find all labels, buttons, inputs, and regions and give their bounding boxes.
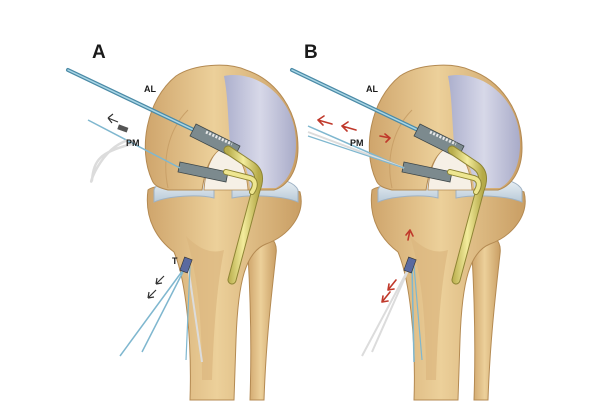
panel-letter-b: B [304,42,318,63]
panel-letter-a: A [92,42,106,63]
panel-a [68,64,302,401]
direction-arrows-a [107,113,165,299]
tibial-wires-a [119,256,203,363]
knee-joint-b [368,64,526,401]
knee-joint-a [144,64,302,401]
pm-suture-b [307,125,405,169]
direction-arrows-b [317,115,414,303]
panel-b [292,64,526,401]
label-pm-b: PM [350,138,364,148]
pm-suture-a [87,119,181,183]
tibial-wires-b [361,256,423,363]
label-pm-a: PM [126,138,140,148]
label-al-a: AL [144,84,156,94]
label-al-b: AL [366,84,378,94]
label-t-a: T [172,256,178,266]
